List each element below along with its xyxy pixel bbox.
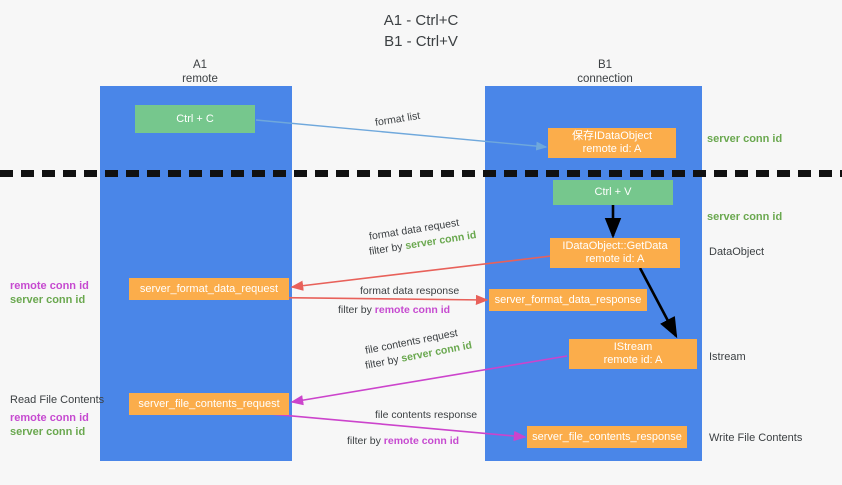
arrow-label-file-contents-response: file contents response filter by remote … [347, 408, 478, 449]
box-idataobject-getdata[interactable]: IDataObject::GetData remote id: A [550, 238, 680, 268]
arrow-label-format-list: format list [374, 109, 421, 129]
box-istream-remote[interactable]: IStream remote id: A [569, 339, 697, 369]
left-label-conn-ids-1: remote conn id server conn id [10, 279, 89, 307]
title-line-1: A1 - Ctrl+C [383, 12, 459, 29]
left-label-remote-conn-id-2: remote conn id [10, 412, 89, 424]
filter-value-remote-conn-id: remote conn id [383, 435, 460, 447]
box-server-format-data-response[interactable]: server_format_data_response [489, 289, 647, 311]
right-label-istream: Istream [709, 351, 746, 363]
right-label-server-conn-id-top: server conn id [707, 133, 783, 145]
arrow-label-format-data-request: format data request filter by server con… [368, 217, 477, 260]
lane-header-b1-name: B1 [597, 59, 613, 71]
arrow-label-format-data-response-line1: format data response [360, 285, 460, 297]
title-line-2: B1 - Ctrl+V [384, 33, 458, 50]
lane-header-b1: B1 connection [540, 58, 670, 86]
arrow-label-format-data-response: format data response filter by remote co… [338, 284, 460, 318]
box-idataobject-remote[interactable]: 保存IDataObject remote id: A [548, 128, 676, 158]
right-label-write-file-contents: Write File Contents [709, 432, 803, 444]
left-label-server-conn-id-2: server conn id [10, 426, 86, 438]
box-server-file-contents-request[interactable]: server_file_contents_request [129, 393, 289, 415]
box-ctrl-v[interactable]: Ctrl + V [553, 180, 673, 205]
right-label-dataobject: DataObject [709, 246, 765, 258]
filter-prefix: filter by [347, 435, 384, 447]
arrow-label-file-contents-request: file contents request filter by server c… [364, 327, 473, 374]
arrow-label-file-contents-response-line1: file contents response [375, 409, 478, 421]
filter-prefix: filter by [338, 304, 375, 316]
left-label-remote-conn-id-1: remote conn id [10, 280, 89, 292]
box-ctrl-c[interactable]: Ctrl + C [135, 105, 255, 133]
right-label-server-conn-id-mid: server conn id [707, 211, 783, 223]
filter-value-remote-conn-id: remote conn id [374, 304, 451, 316]
lane-header-a1: A1 remote [140, 58, 260, 86]
left-label-read-file-contents: Read File Contents [10, 394, 105, 406]
box-server-format-data-request[interactable]: server_format_data_request [129, 278, 289, 300]
lane-header-a1-sub: remote [182, 73, 218, 85]
lane-header-a1-name: A1 [192, 59, 208, 71]
dashed-divider [0, 170, 842, 177]
box-server-file-contents-response[interactable]: server_file_contents_response [527, 426, 687, 448]
left-label-conn-ids-2: remote conn id server conn id [10, 411, 89, 439]
left-label-server-conn-id-1: server conn id [10, 294, 86, 306]
lane-header-b1-sub: connection [577, 73, 633, 85]
diagram-title: A1 - Ctrl+C B1 - Ctrl+V [0, 10, 842, 52]
arrow-label-format-data-response-line2: filter by remote conn id [338, 303, 459, 318]
arrow-label-file-contents-response-line2: filter by remote conn id [347, 434, 477, 449]
